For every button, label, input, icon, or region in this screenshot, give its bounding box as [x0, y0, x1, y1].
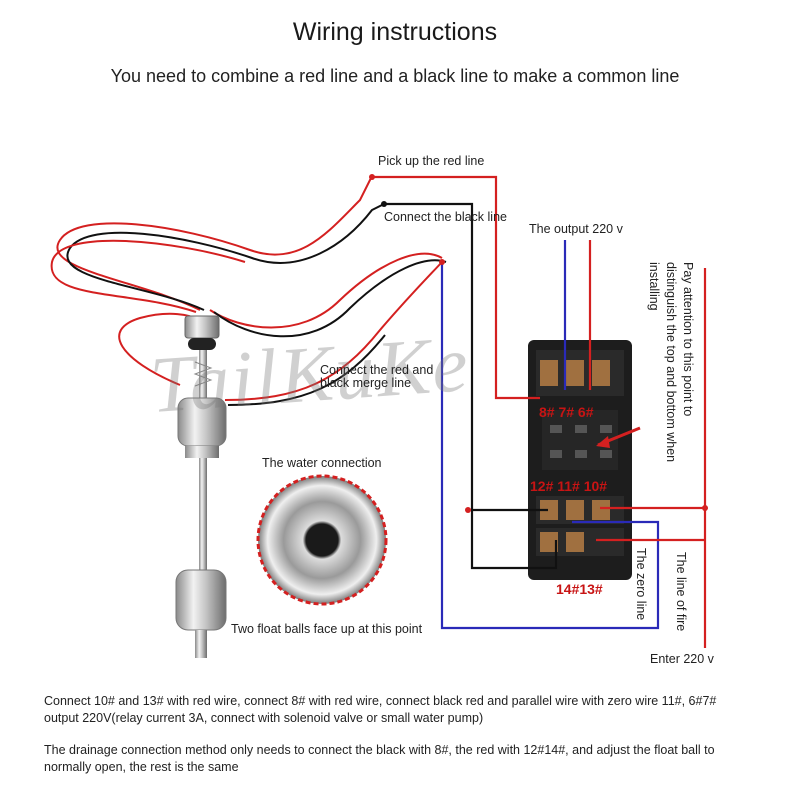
label-pick-red: Pick up the red line: [378, 154, 485, 168]
label-output: The output 220 v: [529, 222, 623, 236]
label-water: The water connection: [262, 456, 382, 470]
note-drainage: The drainage connection method only need…: [44, 743, 715, 774]
page-subtitle: You need to combine a red line and a bla…: [110, 66, 680, 86]
float-switch: [175, 315, 227, 658]
label-enter: Enter 220 v: [650, 652, 714, 666]
page-title: Wiring instructions: [292, 18, 498, 46]
label-zero: The zero line: [634, 548, 648, 621]
label-float-balls: Two float balls face up at this point: [231, 622, 423, 636]
label-fire: The line of fire: [674, 552, 688, 632]
label-attention: Pay attention to this point to distingui…: [647, 262, 695, 463]
water-connection-zoom: [258, 476, 386, 604]
sensor-cables: [50, 175, 447, 406]
pins-bottom: 14#13#: [556, 581, 603, 597]
note-wiring: Connect 10# and 13# with red wire, conne…: [44, 694, 717, 725]
label-connect-black: Connect the black line: [384, 210, 507, 224]
label-merge: Connect the red and black merge line: [320, 363, 434, 390]
wires: [372, 175, 707, 648]
relay-socket: [528, 340, 632, 580]
junction-dots: [369, 174, 708, 513]
pins-top: 8# 7# 6#: [539, 404, 594, 420]
pins-middle: 12# 11# 10#: [530, 478, 608, 494]
